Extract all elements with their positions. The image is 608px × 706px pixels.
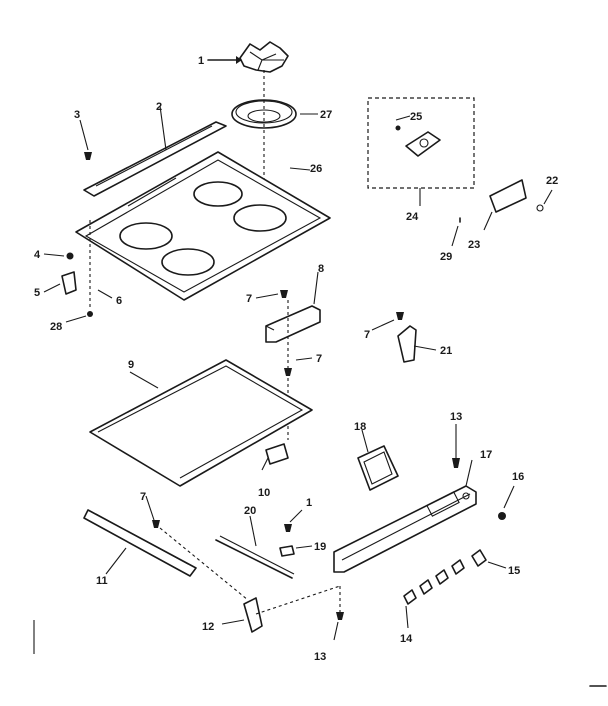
- strip-20: [215, 509, 313, 579]
- callout-22: 22: [546, 175, 558, 187]
- screw-13-lower: [333, 586, 344, 641]
- callout-5: 5: [34, 287, 40, 299]
- callout-1-top: 1: [198, 55, 204, 67]
- callout-2: 2: [156, 101, 162, 113]
- callout-15: 15: [508, 565, 520, 577]
- left-hardware: [43, 220, 113, 323]
- callout-17: 17: [480, 449, 492, 461]
- bracket-21: [371, 312, 437, 363]
- burner-ring-part: [231, 99, 318, 129]
- knobs-14-15: [403, 549, 507, 629]
- callout-1-mid: 1: [306, 497, 312, 509]
- side-trim-11: [83, 495, 249, 601]
- callout-3: 3: [74, 109, 80, 121]
- trim-strip-part: [83, 105, 227, 197]
- callout-4: 4: [34, 249, 41, 261]
- bracket-12: [221, 585, 341, 633]
- control-panel-17: [333, 424, 515, 573]
- callout-25: 25: [410, 111, 422, 123]
- callout-7-a: 7: [246, 293, 252, 305]
- callout-24: 24: [406, 211, 419, 223]
- callout-18: 18: [354, 421, 366, 433]
- callout-19: 19: [314, 541, 326, 553]
- callout-7-d: 7: [140, 491, 146, 503]
- callout-26: 26: [310, 163, 322, 175]
- callout-12: 12: [202, 621, 214, 633]
- callout-13-a: 13: [450, 411, 462, 423]
- callout-23: 23: [468, 239, 480, 251]
- part-24-group: [367, 97, 475, 206]
- callout-7-c: 7: [364, 329, 370, 341]
- callout-13-b: 13: [314, 651, 326, 663]
- callout-8: 8: [318, 263, 324, 275]
- callout-20: 20: [244, 505, 256, 517]
- callout-29: 29: [440, 251, 452, 263]
- screw-3: [79, 119, 92, 160]
- callout-7-b: 7: [316, 353, 322, 365]
- callout-6: 6: [116, 295, 122, 307]
- cooktop-part: [75, 151, 331, 301]
- handle-18: [357, 429, 399, 491]
- oven-top-panel: [89, 359, 313, 487]
- callout-27: 27: [320, 109, 332, 121]
- callout-16: 16: [512, 471, 524, 483]
- callout-11: 11: [96, 575, 108, 587]
- burner-cap-part: [207, 41, 289, 73]
- callout-14: 14: [400, 633, 413, 645]
- callout-28: 28: [50, 321, 62, 333]
- callout-9: 9: [128, 359, 134, 371]
- callout-10: 10: [258, 487, 270, 499]
- callout-21: 21: [440, 345, 452, 357]
- right-small-parts: [451, 179, 553, 247]
